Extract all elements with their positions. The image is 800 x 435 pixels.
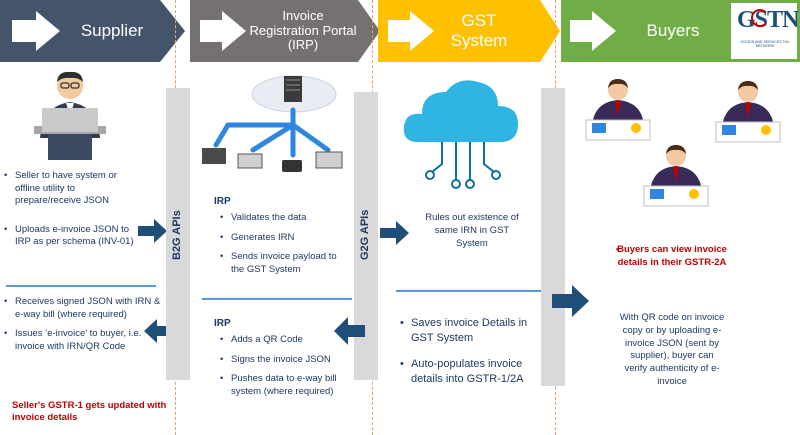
right-arrow-icon (552, 285, 589, 317)
irp-network-icon (202, 75, 343, 172)
irp-header-bg (190, 0, 380, 62)
list-item: Receives signed JSON with IRN & e-way bi… (2, 296, 168, 321)
divider-line (6, 285, 156, 287)
list-item: Seller to have system or offline utility… (2, 170, 142, 208)
buyer-person-icon (643, 145, 709, 207)
left-arrow-icon (144, 319, 173, 343)
supplier-bottom-list: Receives signed JSON with IRN & e-way bi… (2, 296, 168, 360)
gstn-swirl-icon (751, 9, 769, 27)
list-item: Auto-populates invoice details into GSTR… (398, 357, 538, 386)
divider-line (202, 298, 352, 300)
buyers-header-arrow-icon (570, 11, 616, 51)
buyer-person-icon (715, 81, 781, 143)
irp-title: Invoice Registration Portal (IRP) (249, 7, 357, 53)
irp-top-list: Validates the data Generates IRN Sends i… (218, 212, 350, 283)
cloud-icon (403, 80, 518, 189)
right-arrow-icon (380, 221, 409, 245)
gstn-logo: GSTN GOODS AND SERVICES TAX NETWORK (731, 3, 799, 59)
irp-header-arrow-icon (200, 11, 246, 51)
list-item: Pushes data to e-way bill system (where … (218, 373, 346, 398)
g2g-api-label: G2G APIs (359, 209, 371, 261)
irp-bottom-title: IRP (214, 318, 231, 329)
list-item: Generates IRN (218, 232, 350, 245)
list-item: Signs the invoice JSON (218, 354, 346, 367)
buyers-title: Buyers (646, 21, 700, 41)
header-bar (0, 0, 800, 62)
supplier-header-arrow-icon (12, 11, 60, 51)
buyers-text: With QR code on invoice copy or by uploa… (619, 312, 725, 388)
gstn-logo-caption: GOODS AND SERVICES TAX NETWORK (740, 40, 790, 48)
b2g-api-bar (166, 88, 190, 380)
list-item: Validates the data (218, 212, 350, 225)
list-item: Uploads e-invoice JSON to IRP as per sch… (2, 224, 142, 249)
buyer-person-icon (585, 79, 651, 141)
bullet-icon: • (616, 244, 620, 255)
supplier-note: Seller's GSTR-1 gets updated with invoic… (12, 400, 167, 424)
supplier-header-bg (0, 0, 185, 62)
right-arrow-icon (138, 219, 167, 243)
gst-header: GST System (378, 0, 540, 62)
buyers-header: Buyers (561, 0, 731, 62)
gst-header-bg (378, 0, 560, 62)
gst-top-text: Rules out existence of same IRN in GST S… (425, 212, 519, 249)
gst-bottom-list: Saves invoice Details in GST System Auto… (398, 316, 538, 393)
b2g-api-label: B2G APIs (171, 210, 183, 260)
divider-line (396, 290, 542, 292)
list-item: Saves invoice Details in GST System (398, 316, 538, 345)
gst-title: GST System (450, 11, 508, 50)
irp-header: Invoice Registration Portal (IRP) (190, 0, 360, 62)
gst-buyer-bar (541, 88, 565, 386)
supplier-header: Supplier (0, 0, 160, 62)
supplier-title: Supplier (80, 21, 144, 41)
irp-top-title: IRP (214, 196, 231, 207)
list-item: Sends invoice payload to the GST System (218, 251, 350, 276)
left-arrow-icon (334, 317, 365, 345)
list-item: Issues ‘e-invoice’ to buyer, i.e. invoic… (2, 328, 168, 353)
supplier-person-icon (34, 71, 106, 160)
buyers-note-text: Buyers can view invoice details in their… (617, 244, 727, 268)
list-item: Adds a QR Code (218, 334, 346, 347)
irp-bottom-list: Adds a QR Code Signs the invoice JSON Pu… (218, 334, 346, 405)
buyers-note: • Buyers can view invoice details in the… (612, 244, 732, 270)
supplier-top-list: Seller to have system or offline utility… (2, 170, 142, 256)
gst-header-arrow-icon (388, 11, 434, 51)
